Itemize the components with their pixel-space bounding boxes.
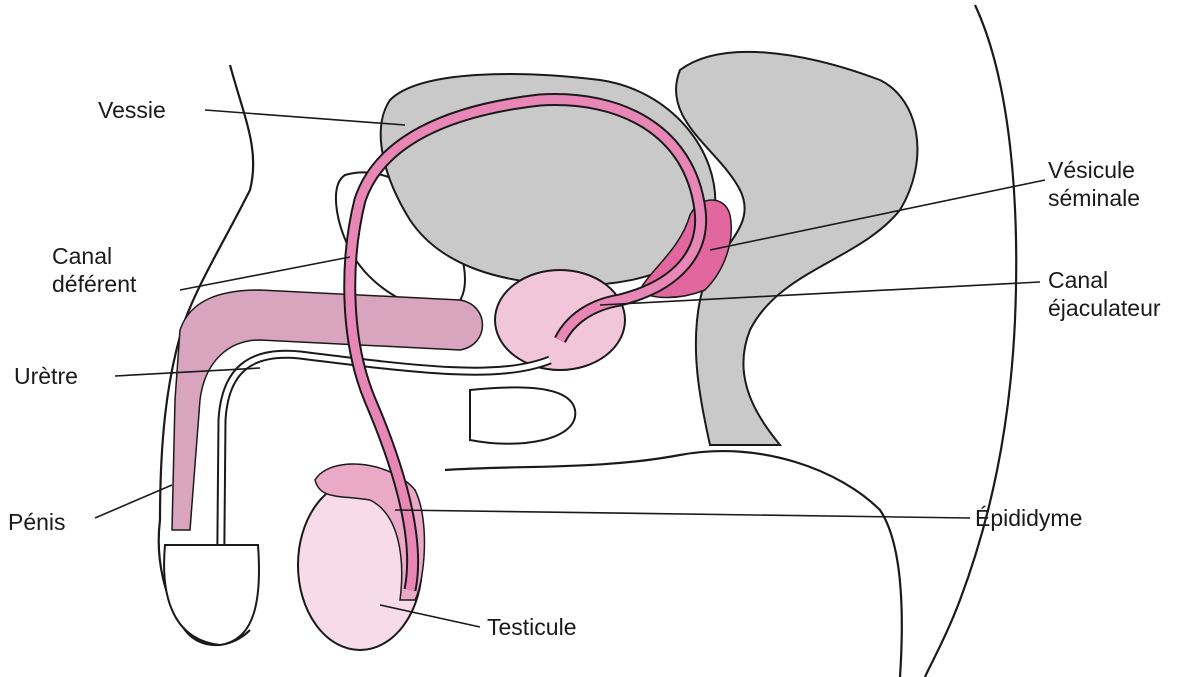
perineum-outline [444,450,903,677]
epididymis [314,463,426,601]
leader-epididyme [394,509,971,519]
leader-vesicule-seminale [709,179,1046,251]
penile-bulb [469,386,577,445]
rectum [675,50,919,446]
prostate [494,269,626,371]
label-canal-deferent: Canal déférent [52,242,136,298]
label-vessie: Vessie [98,97,166,123]
label-penis: Pénis [8,509,66,535]
leader-canal-deferent [179,256,351,291]
leader-uretre [114,367,261,377]
glans [163,544,261,647]
label-uretre: Urètre [14,363,78,389]
label-epididyme: Épididyme [975,505,1083,531]
label-line: Canal [1048,267,1109,293]
label-canal-ejaculateur: Canal éjaculateur [1048,266,1161,322]
label-line: séminale [1048,185,1141,211]
leader-testicule [379,604,481,628]
label-line: Vésicule [1048,157,1135,183]
leader-canal-ejaculateur [599,281,1041,306]
erectile-tissue [171,289,484,531]
label-line: Canal [52,243,113,269]
label-testicule: Testicule [487,614,577,640]
label-line: éjaculateur [1048,295,1161,321]
leader-vessie [204,109,406,126]
label-vesicule-seminale: Vésicule séminale [1048,156,1140,212]
seminal-vesicle [639,199,732,299]
body-outline-back [923,4,1018,677]
leader-penis [94,484,173,519]
label-line: déférent [52,271,137,297]
